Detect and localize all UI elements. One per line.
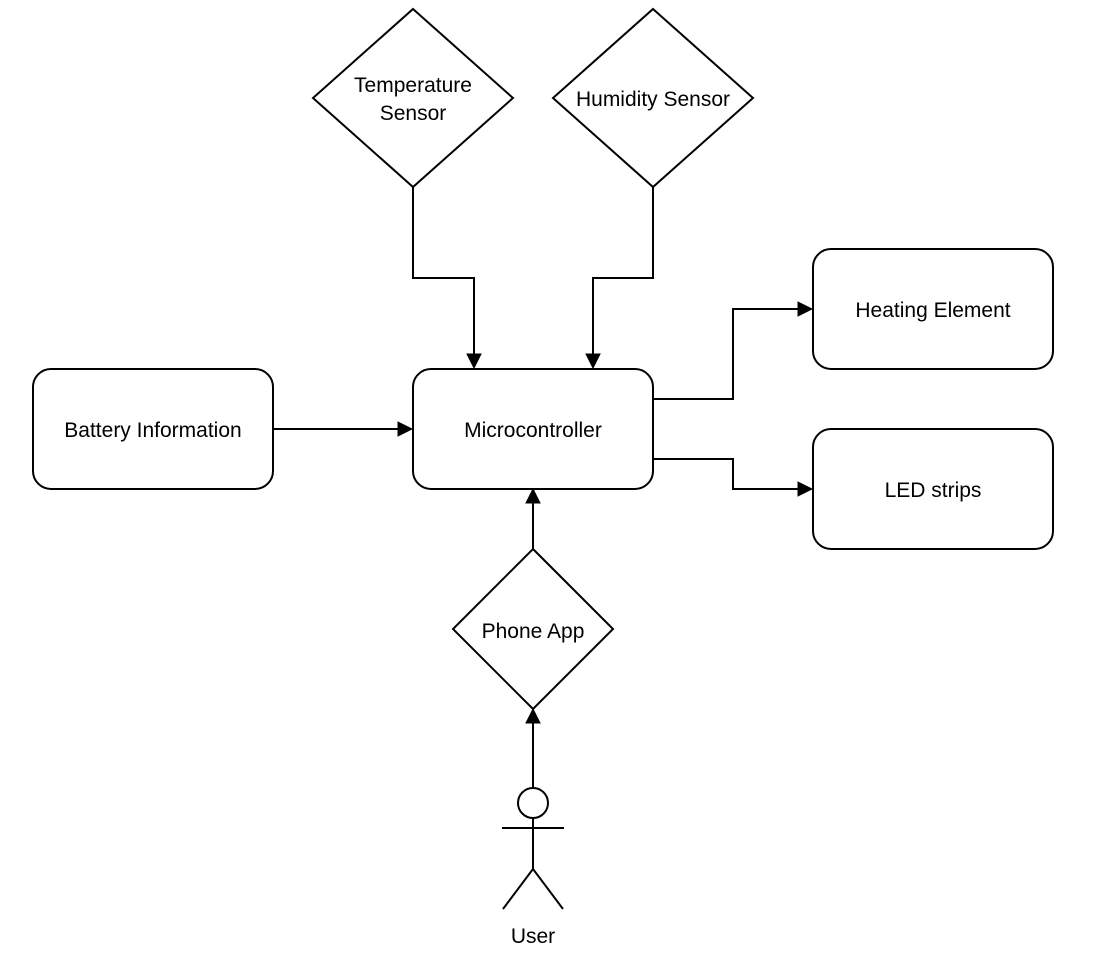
battery-information-label: Battery Information	[64, 419, 241, 442]
led-strips-label: LED strips	[885, 479, 982, 502]
user-actor-icon	[502, 787, 564, 910]
node-battery-information: Battery Information	[32, 368, 274, 490]
edge-battery-information-to-microcontroller	[273, 421, 414, 437]
node-microcontroller: Microcontroller	[412, 368, 654, 490]
node-heating-element: Heating Element	[812, 248, 1054, 370]
node-phone-app: Phone App	[451, 547, 615, 711]
node-user: User	[502, 787, 564, 948]
heating-element-box	[812, 248, 1054, 370]
node-humidity-sensor: Humidity Sensor	[551, 7, 755, 189]
user-label: User	[511, 925, 555, 948]
humidity-sensor-diamond	[551, 7, 755, 189]
node-temperature-sensor: Temperature Sensor	[311, 7, 515, 189]
phone-app-label: Phone App	[482, 620, 585, 643]
temperature-sensor-diamond	[311, 7, 515, 189]
microcontroller-label: Microcontroller	[464, 419, 602, 442]
humidity-sensor-label: Humidity Sensor	[576, 88, 730, 111]
edge-microcontroller-to-heating-element	[653, 301, 814, 400]
edge-temperature-sensor-to-microcontroller	[412, 187, 482, 370]
temperature-sensor-label-line2: Sensor	[380, 102, 447, 125]
edge-microcontroller-to-led-strips	[653, 458, 814, 497]
edge-phone-app-to-microcontroller	[525, 487, 541, 549]
heating-element-label: Heating Element	[855, 299, 1010, 322]
microcontroller-box	[412, 368, 654, 490]
phone-app-diamond	[451, 547, 615, 711]
edges	[273, 187, 814, 789]
led-strips-box	[812, 428, 1054, 550]
node-led-strips: LED strips	[812, 428, 1054, 550]
temperature-sensor-label-line1: Temperature	[354, 74, 472, 97]
battery-information-box	[32, 368, 274, 490]
edge-user-to-phone-app	[525, 707, 541, 789]
edge-humidity-sensor-to-microcontroller	[585, 187, 654, 370]
